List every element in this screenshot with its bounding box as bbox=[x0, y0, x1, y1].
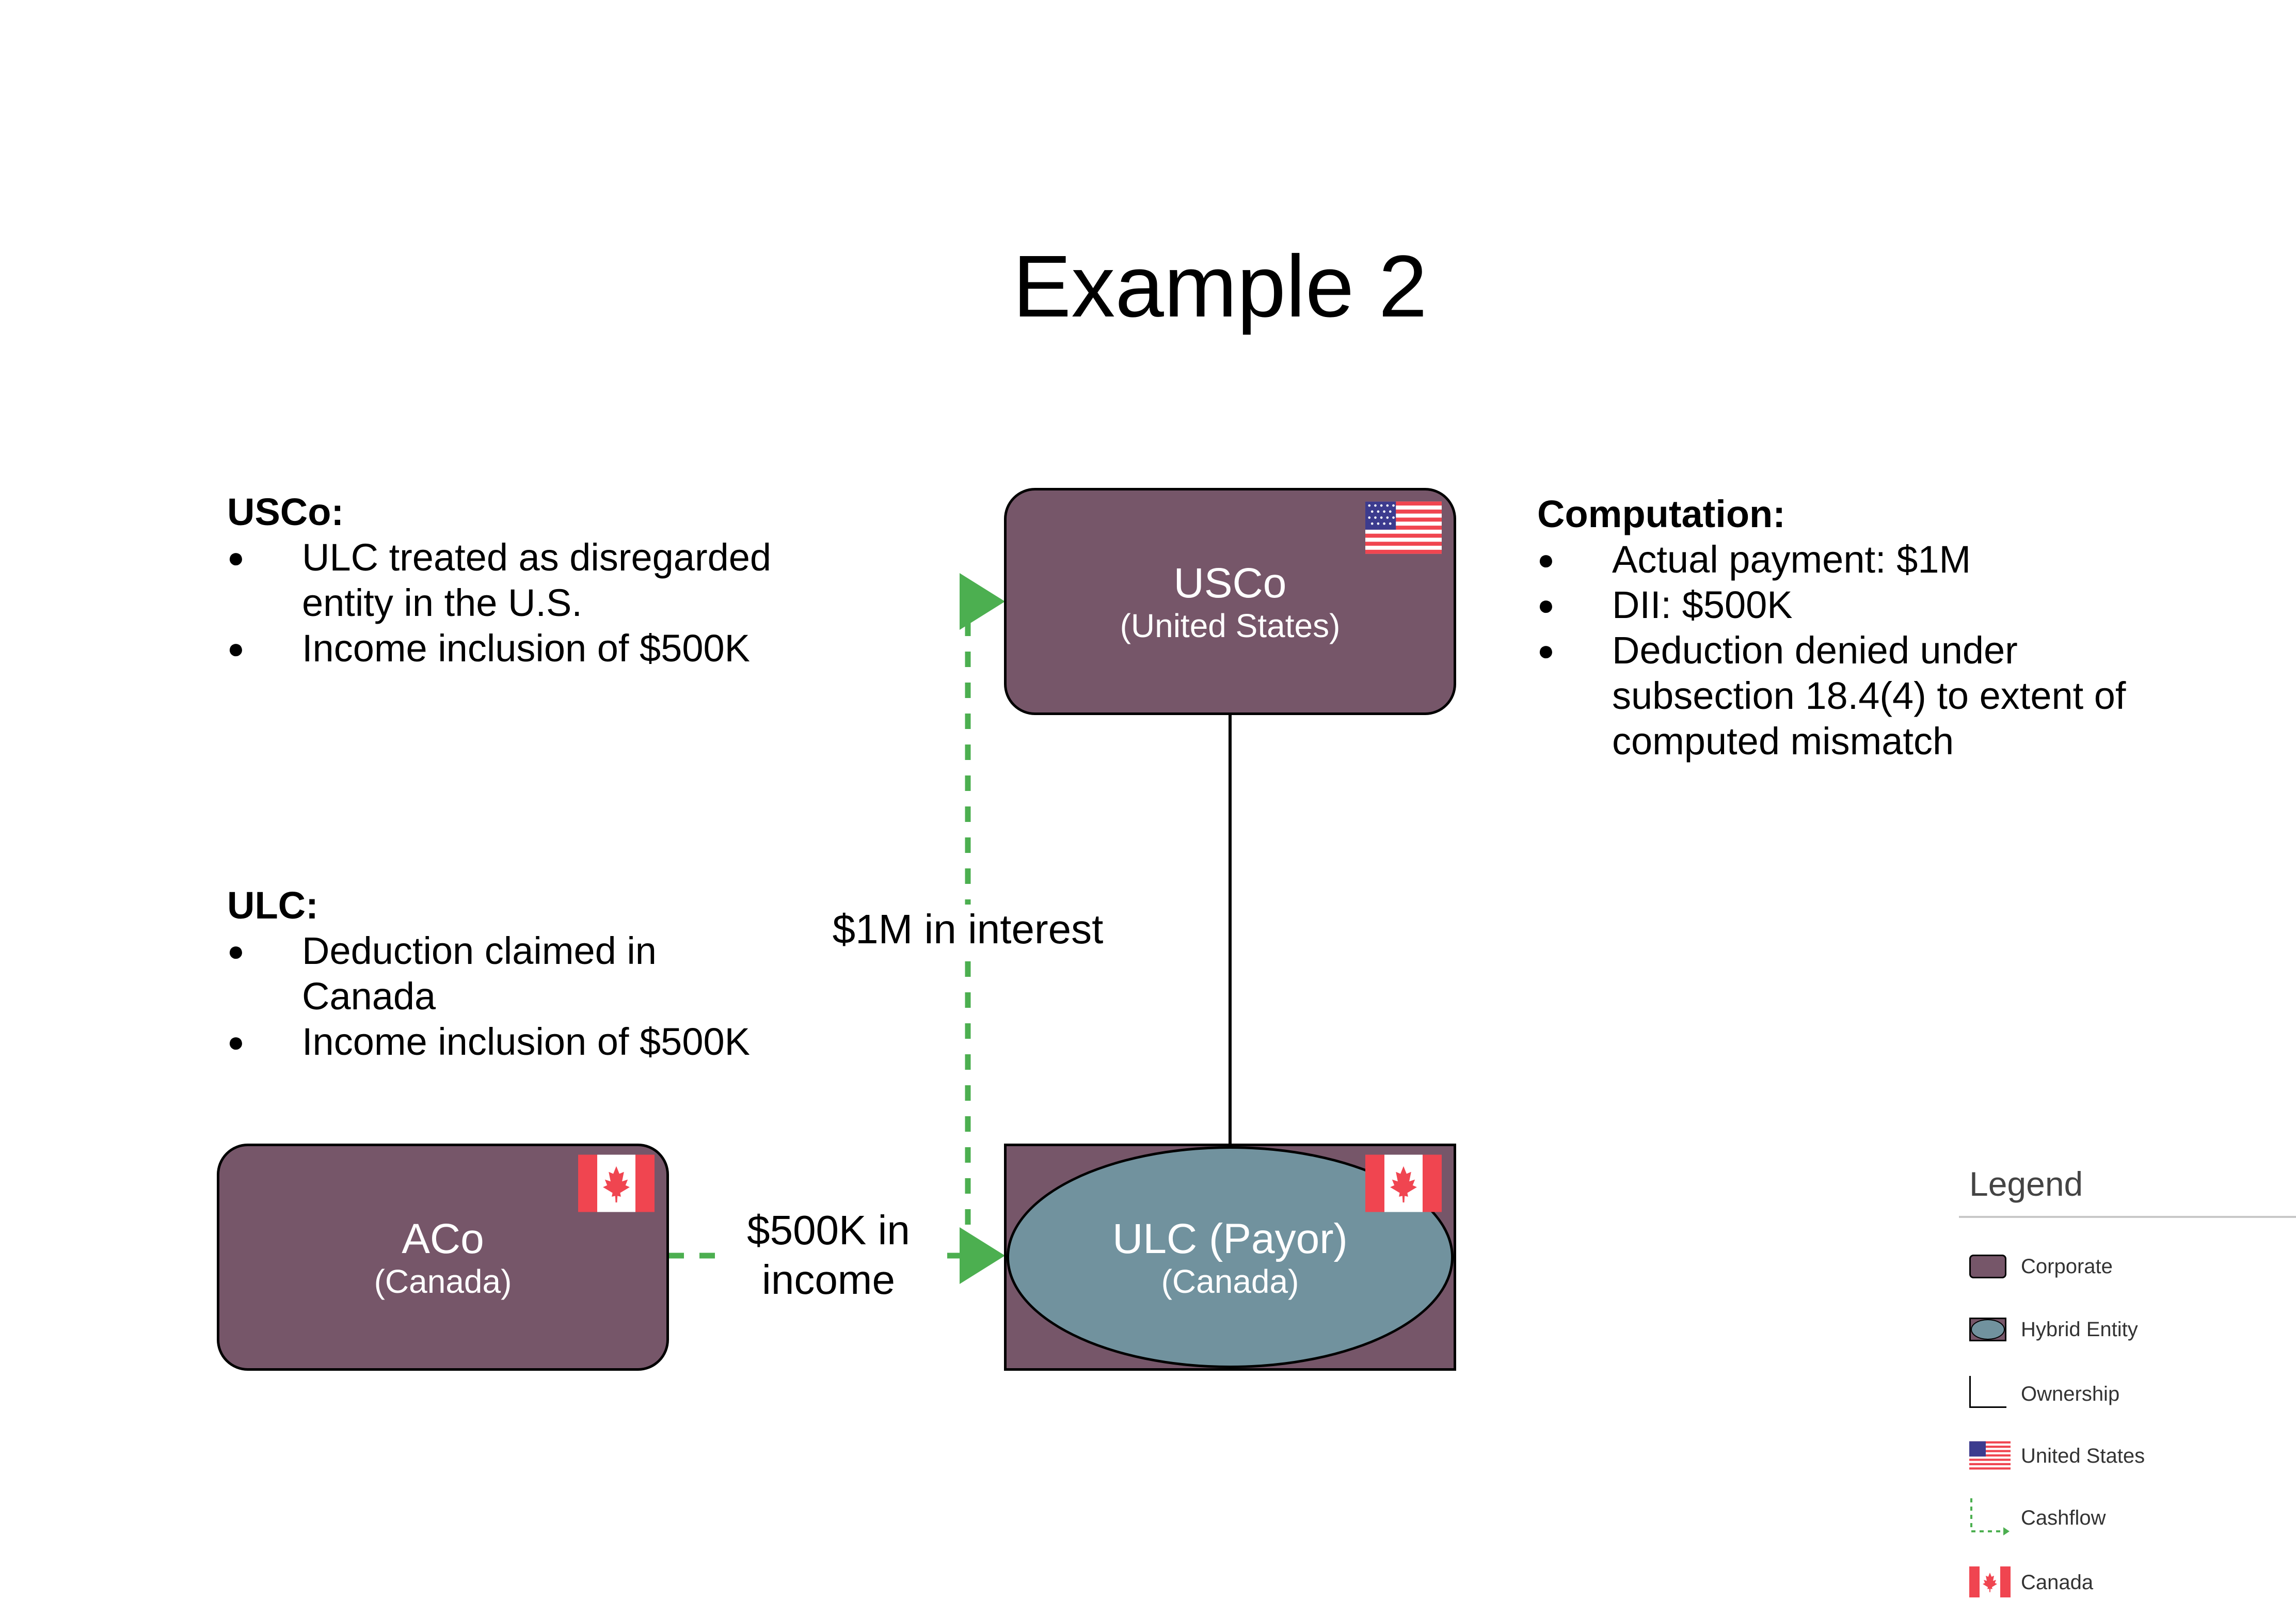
legend-item-united-states: United States bbox=[1969, 1435, 2289, 1477]
legend-label: Hybrid Entity bbox=[2021, 1318, 2138, 1341]
ulc-name: ULC (Payor) bbox=[1112, 1215, 1348, 1262]
list-item: DII: $500K bbox=[1537, 582, 2146, 628]
income-flow-label-line2: income bbox=[762, 1257, 895, 1303]
ulc-entity[interactable]: ULC (Payor) (Canada) bbox=[1004, 1144, 1456, 1371]
us-flag-icon bbox=[1969, 1441, 2011, 1470]
computation-notes: Computation: Actual payment: $1M DII: $5… bbox=[1537, 492, 2146, 764]
ownership-line-icon bbox=[1969, 1376, 2006, 1408]
list-item: ULC treated as disregarded entity in the… bbox=[227, 535, 816, 626]
income-flow-label-line1: $500K in bbox=[747, 1207, 910, 1253]
usco-name: USCo bbox=[1173, 560, 1287, 607]
legend-label: Ownership bbox=[2021, 1383, 2120, 1405]
list-item: Income inclusion of $500K bbox=[227, 1019, 754, 1065]
cashflow-arrow-icon bbox=[1970, 1498, 2010, 1535]
legend-item-hybrid: Hybrid Entity bbox=[1969, 1314, 2289, 1345]
corporate-swatch-icon bbox=[1969, 1255, 2006, 1278]
interest-flow-label: $1M in interest bbox=[821, 905, 1115, 954]
legend-label: Cashflow bbox=[2021, 1507, 2106, 1529]
list-item: Deduction denied under subsection 18.4(4… bbox=[1537, 628, 2146, 764]
legend-label: Canada bbox=[2021, 1571, 2094, 1594]
list-item: Actual payment: $1M bbox=[1537, 537, 2146, 582]
list-item: Deduction claimed in Canada bbox=[227, 928, 754, 1019]
canada-flag-icon bbox=[1969, 1566, 2011, 1597]
income-flow-label: $500K in income bbox=[723, 1206, 934, 1305]
aco-country: (Canada) bbox=[374, 1263, 512, 1300]
legend-item-corporate: Corporate bbox=[1969, 1251, 2289, 1282]
ulc-notes-list: Deduction claimed in Canada Income inclu… bbox=[227, 928, 754, 1065]
legend-item-cashflow: Cashflow bbox=[1969, 1497, 2289, 1539]
usco-notes-list: ULC treated as disregarded entity in the… bbox=[227, 535, 816, 671]
legend-item-canada: Canada bbox=[1969, 1562, 2289, 1603]
ulc-notes-heading: ULC: bbox=[227, 884, 318, 927]
legend-item-ownership: Ownership bbox=[1969, 1376, 2289, 1412]
list-item: Income inclusion of $500K bbox=[227, 626, 816, 671]
usco-notes: USCo: ULC treated as disregarded entity … bbox=[227, 489, 816, 671]
computation-heading: Computation: bbox=[1537, 493, 1785, 535]
aco-entity[interactable]: ACo (Canada) bbox=[217, 1144, 669, 1371]
hybrid-swatch-icon bbox=[1969, 1318, 2006, 1341]
legend-label: United States bbox=[2021, 1445, 2145, 1467]
computation-list: Actual payment: $1M DII: $500K Deduction… bbox=[1537, 537, 2146, 764]
legend-title: Legend bbox=[1969, 1165, 2083, 1203]
usco-notes-heading: USCo: bbox=[227, 490, 344, 533]
canada-flag-icon bbox=[578, 1154, 655, 1212]
us-flag-icon bbox=[1365, 501, 1442, 554]
legend: Legend Corporate Hybrid Entity Ownership… bbox=[1959, 1159, 2296, 1616]
legend-divider bbox=[1959, 1216, 2296, 1218]
legend-label: Corporate bbox=[2021, 1255, 2113, 1278]
ulc-country: (Canada) bbox=[1161, 1263, 1299, 1300]
aco-name: ACo bbox=[402, 1215, 484, 1262]
usco-entity[interactable]: USCo (United States) bbox=[1004, 488, 1456, 715]
diagram-title: Example 2 bbox=[1012, 237, 1428, 336]
canada-flag-icon bbox=[1365, 1154, 1442, 1212]
usco-country: (United States) bbox=[1120, 607, 1341, 644]
ulc-notes: ULC: Deduction claimed in Canada Income … bbox=[227, 883, 754, 1065]
cashflow-ulc-to-usco bbox=[960, 573, 1005, 1259]
